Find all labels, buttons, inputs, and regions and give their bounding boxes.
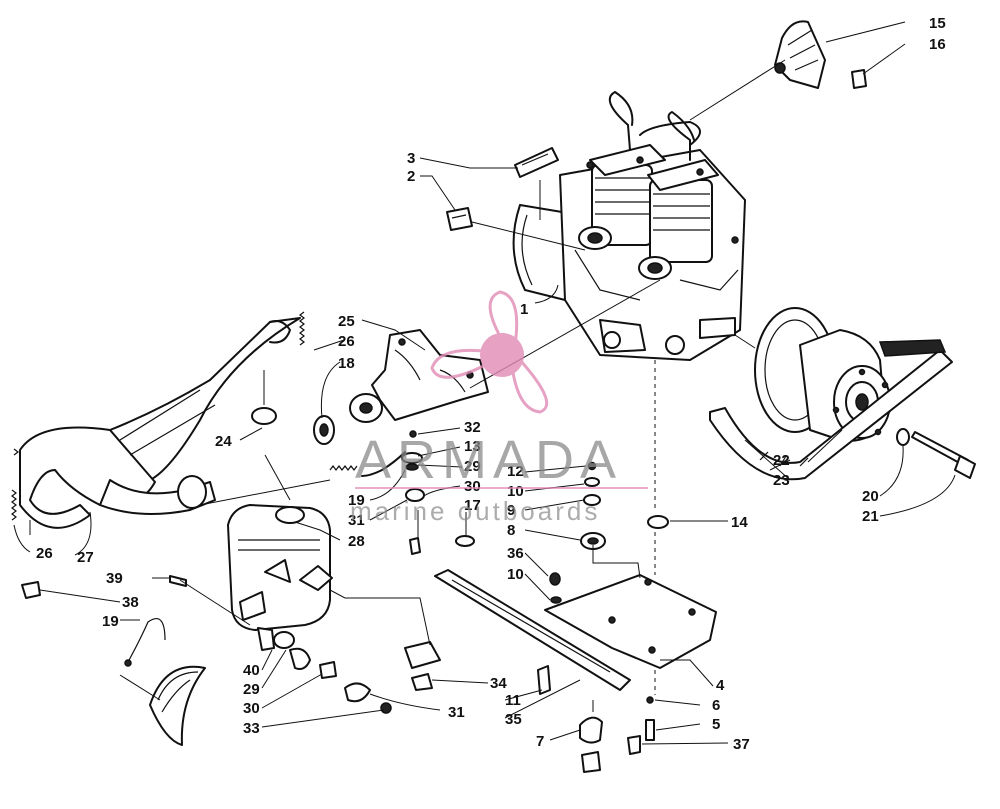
callout-31: 31 — [448, 704, 465, 721]
callout-36: 36 — [507, 545, 524, 562]
callout-26: 26 — [338, 333, 355, 350]
engine-mount-plate — [434, 569, 717, 695]
callout-9: 9 — [507, 502, 515, 519]
callout-1: 1 — [520, 301, 528, 318]
callout-23: 24 — [215, 433, 232, 450]
drive-clutch — [709, 307, 976, 481]
callout-37: 37 — [733, 736, 750, 753]
callout-16: 15 — [929, 15, 946, 32]
engine-assembly — [512, 91, 746, 361]
callout-34: 34 — [490, 675, 507, 692]
callout-18: 18 — [338, 355, 355, 372]
callout-10-lower: 10 — [507, 566, 524, 583]
bottom-mount — [579, 696, 655, 773]
callout-24: 23 — [773, 472, 790, 489]
callout-40: 40 — [243, 662, 260, 679]
center-mount-stack — [361, 430, 475, 555]
callout-4: 4 — [716, 677, 725, 694]
callout-25: 25 — [338, 313, 355, 330]
callout-31-center: 31 — [348, 512, 365, 529]
callout-28: 28 — [348, 533, 365, 550]
watermark-brand: ARMADA — [355, 430, 622, 490]
callout-19-left: 19 — [102, 613, 119, 630]
callout-27: 27 — [77, 549, 94, 566]
callout-8: 8 — [507, 522, 515, 539]
callout-13: 14 — [731, 514, 748, 531]
exhaust-system — [11, 311, 489, 529]
decal-parts — [446, 147, 559, 231]
callout-21: 21 — [862, 508, 879, 525]
callout-15: 17 — [464, 497, 481, 514]
callout-labels: 15 16 3 2 1 25 26 18 24 32 13 29 30 17 1… — [36, 15, 946, 753]
callout-2: 2 — [407, 168, 415, 185]
callout-12: 11 — [505, 692, 521, 709]
callout-3: 3 — [407, 150, 415, 167]
callout-30-center: 30 — [464, 478, 481, 495]
callout-14: 13 — [464, 438, 481, 455]
heat-shield — [21, 581, 206, 746]
callout-35: 35 — [505, 711, 522, 728]
callout-33: 33 — [243, 720, 260, 737]
callout-20: 20 — [862, 488, 879, 505]
mount-bracket — [774, 20, 867, 89]
callout-11: 12 — [507, 463, 524, 480]
callout-29: 29 — [243, 681, 260, 698]
callout-17: 16 — [929, 36, 946, 53]
callout-38: 38 — [122, 594, 139, 611]
callout-32: 32 — [464, 419, 481, 436]
watermark: ARMADA marine outboards — [350, 290, 648, 526]
watermark-tagline: marine outboards — [350, 496, 600, 526]
muffler — [227, 504, 333, 651]
callout-39: 39 — [106, 570, 123, 587]
callout-5: 5 — [712, 716, 720, 733]
callout-29-center: 29 — [464, 458, 481, 475]
propeller-logo — [430, 290, 549, 414]
callout-7: 7 — [536, 733, 544, 750]
callout-22: 22 — [773, 452, 790, 469]
callout-6: 6 — [712, 697, 720, 714]
callout-30: 30 — [243, 700, 260, 717]
mounting-hardware — [169, 575, 441, 714]
callout-26-left: 26 — [36, 545, 53, 562]
callout-19-center: 19 — [348, 492, 365, 509]
